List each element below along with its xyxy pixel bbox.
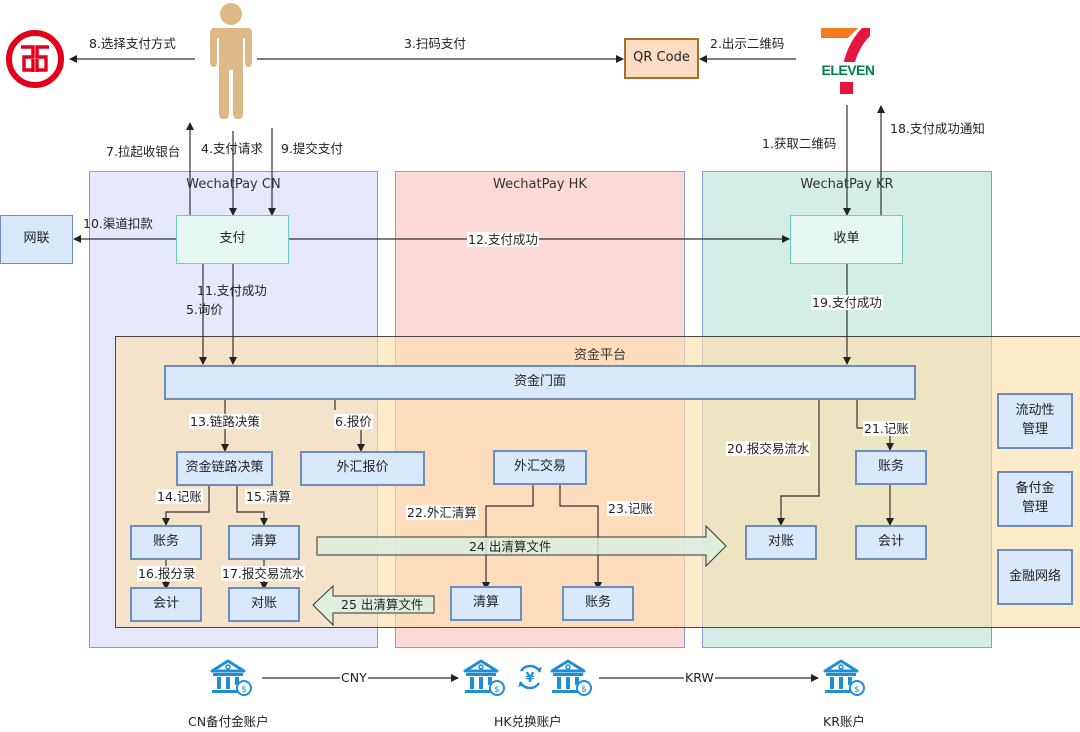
- step-8-label: 8.选择支付方式: [89, 36, 176, 51]
- user-figure-icon: [210, 3, 252, 119]
- step-15-label: 15.清算: [245, 489, 292, 504]
- step-25-label: 25 出清算文件: [341, 597, 424, 612]
- route-decision-node[interactable]: 资金链路决策: [176, 451, 273, 486]
- qr-code-node[interactable]: QR Code: [624, 38, 699, 79]
- reserve-label: 备付金 管理: [1015, 481, 1055, 515]
- kr-reconcile-label: 对账: [767, 534, 794, 550]
- step-22-label: 22.外汇清算: [406, 505, 478, 520]
- step-20-label: 20.报交易流水: [726, 441, 811, 456]
- step-1-label: 1.获取二维码: [762, 136, 837, 151]
- cn-reconcile-label: 对账: [250, 596, 277, 612]
- step-18-label: 18.支付成功通知: [890, 121, 985, 136]
- step-24-label: 24 出清算文件: [469, 539, 552, 554]
- qr-code-label: QR Code: [633, 50, 690, 66]
- hk-ledger-node[interactable]: 账务: [562, 586, 634, 621]
- acquire-node[interactable]: 收单: [790, 215, 903, 264]
- pay-node[interactable]: 支付: [176, 215, 289, 264]
- cn-clearing-node[interactable]: 清算: [228, 525, 300, 560]
- fx-trade-label: 外汇交易: [513, 459, 566, 475]
- step-16-label: 16.报分录: [137, 566, 197, 581]
- fx-trade-node[interactable]: 外汇交易: [493, 450, 587, 485]
- svg-text:¥: ¥: [525, 671, 534, 686]
- step-19-label: 19.支付成功: [811, 295, 883, 310]
- step-4-label: 4.支付请求: [201, 141, 263, 156]
- step-13-label: 13.链路决策: [189, 414, 261, 429]
- edge-15: [236, 485, 268, 526]
- hk-clearing-label: 清算: [472, 595, 499, 611]
- kr-reconcile-node[interactable]: 对账: [745, 525, 817, 560]
- hk-bank-icon-right: [550, 659, 593, 697]
- kr-accounting-label: 会计: [877, 534, 904, 550]
- step-23-label: 23.记账: [607, 501, 654, 516]
- hk-ledger-label: 账务: [584, 595, 611, 611]
- step-7-label: 7.拉起收银台: [106, 144, 181, 159]
- fin-network-node[interactable]: 金融网络: [997, 549, 1073, 605]
- unionpay-label: 网联: [23, 231, 50, 247]
- step-5-label: 5.询价: [186, 302, 223, 317]
- step-12-label: 12.支付成功: [467, 232, 539, 247]
- seven-eleven-text: ELEVEN: [818, 62, 878, 79]
- arrow-24: [316, 524, 727, 568]
- hk-clearing-node[interactable]: 清算: [450, 586, 522, 621]
- seven-eleven-icon: [821, 28, 870, 94]
- cn-reconcile-node[interactable]: 对账: [228, 587, 300, 622]
- kr-accounting-node[interactable]: 会计: [855, 525, 927, 560]
- cn-ledger-label: 账务: [152, 534, 179, 550]
- edge-20: [777, 399, 820, 526]
- step-2-label: 2.出示二维码: [710, 36, 785, 51]
- kr-ledger-label: 账务: [877, 459, 904, 475]
- seven-eleven-logo: ELEVEN: [818, 26, 878, 96]
- hk-account-label: HK兑换账户: [494, 714, 562, 729]
- reserve-node[interactable]: 备付金 管理: [997, 471, 1073, 527]
- unionpay-node[interactable]: 网联: [0, 215, 73, 264]
- fx-quote-node[interactable]: 外汇报价: [300, 451, 425, 486]
- step-17-label: 17.报交易流水: [221, 566, 306, 581]
- step-6-label: 6.报价: [334, 414, 373, 429]
- fund-platform-title: 资金平台: [573, 348, 626, 363]
- fund-gateway-node[interactable]: 资金门面: [164, 365, 916, 400]
- fx-quote-label: 外汇报价: [336, 460, 389, 476]
- arrow-25: [312, 584, 435, 627]
- fund-gateway-label: 资金门面: [513, 374, 566, 390]
- liquidity-label: 流动性 管理: [1015, 403, 1055, 437]
- flow-krw-label: KRW: [684, 670, 715, 685]
- kr-account-label: KR账户: [823, 714, 865, 729]
- liquidity-node[interactable]: 流动性 管理: [997, 393, 1073, 449]
- cn-clearing-label: 清算: [250, 534, 277, 550]
- flow-cny-label: CNY: [340, 670, 368, 685]
- step-9-label: 9.提交支付: [281, 141, 343, 156]
- hk-bank-icon-left: [463, 659, 506, 697]
- currency-exchange-icon: ¥: [518, 664, 542, 690]
- cn-ledger-node[interactable]: 账务: [130, 525, 202, 560]
- fin-network-label: 金融网络: [1008, 568, 1061, 584]
- edge-14: [162, 485, 210, 526]
- cn-accounting-label: 会计: [152, 596, 179, 612]
- kr-ledger-node[interactable]: 账务: [855, 450, 927, 485]
- step-11-label: 11.支付成功: [197, 283, 267, 298]
- step-14-label: 14.记账: [156, 489, 203, 504]
- cn-account-label: CN备付金账户: [188, 714, 269, 729]
- acquire-label: 收单: [833, 231, 860, 247]
- cn-bank-icon: [210, 659, 253, 697]
- step-21-label: 21.记账: [863, 421, 910, 436]
- kr-bank-icon: [823, 659, 866, 697]
- region-title-hk: WechatPay HK: [493, 177, 587, 192]
- route-decision-label: 资金链路决策: [185, 460, 264, 476]
- icbc-logo-icon: [6, 30, 64, 88]
- step-3-label: 3.扫码支付: [404, 36, 466, 51]
- step-10-label: 10.渠道扣款: [83, 216, 153, 231]
- pay-label: 支付: [219, 231, 246, 247]
- cn-accounting-node[interactable]: 会计: [130, 587, 202, 622]
